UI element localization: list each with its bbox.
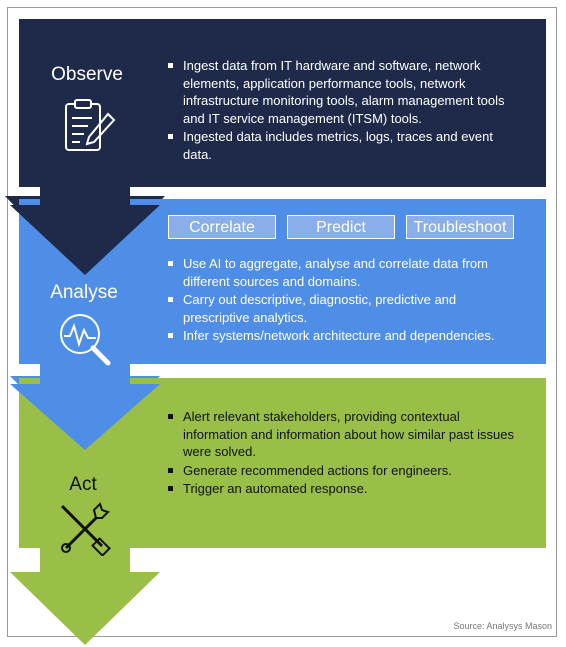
observe-bullets: Ingest data from IT hardware and softwar… bbox=[166, 57, 521, 164]
act-bullet: Alert relevant stakeholders, providing c… bbox=[166, 408, 526, 461]
act-bullet: Generate recommended actions for enginee… bbox=[166, 462, 526, 480]
clipboard-pencil-icon bbox=[62, 96, 116, 159]
act-title: Act bbox=[69, 474, 97, 495]
analyse-bullet: Carry out descriptive, diagnostic, predi… bbox=[166, 291, 526, 326]
tag-troubleshoot: Troubleshoot bbox=[406, 215, 514, 239]
tag-correlate: Correlate bbox=[168, 215, 276, 239]
analyse-title: Analyse bbox=[50, 282, 118, 303]
analyse-bullet: Infer systems/network architecture and d… bbox=[166, 327, 526, 345]
act-bullet: Trigger an automated response. bbox=[166, 480, 526, 498]
analyse-arrow-tip bbox=[10, 378, 160, 450]
observe-band bbox=[19, 19, 546, 187]
magnifier-pulse-icon bbox=[56, 310, 116, 375]
wrench-screwdriver-icon bbox=[56, 500, 112, 561]
observe-title: Observe bbox=[51, 64, 123, 85]
observe-bullet: Ingest data from IT hardware and softwar… bbox=[166, 57, 521, 127]
analyse-bullet: Use AI to aggregate, analyse and correla… bbox=[166, 255, 526, 290]
observe-bullet: Ingested data includes metrics, logs, tr… bbox=[166, 128, 521, 163]
analyse-bullets: Use AI to aggregate, analyse and correla… bbox=[166, 255, 526, 346]
source-note: Source: Analysys Mason bbox=[453, 621, 552, 631]
tag-predict: Predict bbox=[287, 215, 395, 239]
observe-arrow-tip bbox=[10, 199, 160, 275]
act-arrow bbox=[10, 548, 160, 645]
act-bullets: Alert relevant stakeholders, providing c… bbox=[166, 408, 526, 499]
